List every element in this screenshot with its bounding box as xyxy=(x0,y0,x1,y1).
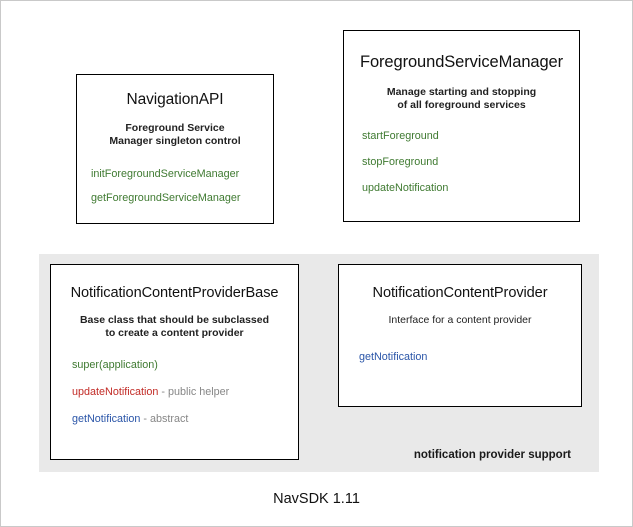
class-description-line: Foreground Service xyxy=(125,122,225,134)
class-description-line: Base class that should be subclassed xyxy=(79,314,270,326)
class-description: Foreground Service Manager singleton con… xyxy=(77,122,273,148)
member-name: updateNotification xyxy=(362,182,449,194)
member-name: getForegroundServiceManager xyxy=(91,192,241,204)
class-member[interactable]: getNotification - abstract xyxy=(72,413,298,426)
member-name: getNotification xyxy=(359,351,428,363)
member-name: initForegroundServiceManager xyxy=(91,168,240,180)
class-box-notification-content-provider-base[interactable]: NotificationContentProviderBase Base cla… xyxy=(50,264,299,460)
member-name: super(application) xyxy=(72,359,158,371)
class-member-list: startForeground stopForeground updateNot… xyxy=(344,130,579,195)
class-member[interactable]: super(application) xyxy=(72,359,298,372)
class-description-line: Manage starting and stopping xyxy=(386,86,537,98)
class-description-line: Interface for a content provider xyxy=(388,314,532,326)
member-name: updateNotification xyxy=(72,386,159,398)
class-title: NavigationAPI xyxy=(126,91,224,108)
class-description-line: of all foreground services xyxy=(397,99,526,111)
class-description: Manage starting and stopping of all fore… xyxy=(344,86,579,112)
class-description-line: Manager singleton control xyxy=(109,135,241,147)
class-title: NotificationContentProvider xyxy=(372,285,548,301)
class-member[interactable]: stopForeground xyxy=(362,156,579,169)
class-member[interactable]: startForeground xyxy=(362,130,579,143)
class-member[interactable]: getNotification xyxy=(359,351,581,364)
member-note: - public helper xyxy=(158,386,230,398)
class-member[interactable]: updateNotification - public helper xyxy=(72,386,298,399)
member-name: stopForeground xyxy=(362,156,439,168)
class-member[interactable]: initForegroundServiceManager xyxy=(91,168,273,181)
class-member-list: initForegroundServiceManager getForegrou… xyxy=(77,168,273,205)
member-note: - abstract xyxy=(140,413,189,425)
class-box-foreground-service-manager[interactable]: ForegroundServiceManager Manage starting… xyxy=(343,30,580,222)
class-box-navigation-api[interactable]: NavigationAPI Foreground Service Manager… xyxy=(76,74,274,224)
class-description: Interface for a content provider xyxy=(339,314,581,327)
member-name: getNotification xyxy=(72,413,141,425)
class-title: ForegroundServiceManager xyxy=(359,53,564,71)
group-panel-label: notification provider support xyxy=(413,449,571,461)
class-description: Base class that should be subclassed to … xyxy=(51,314,298,340)
class-member[interactable]: getForegroundServiceManager xyxy=(91,192,273,205)
class-member-list: super(application) updateNotification - … xyxy=(51,359,298,426)
diagram-footer-caption: NavSDK 1.11 xyxy=(273,491,360,507)
class-description-line: to create a content provider xyxy=(105,327,244,339)
member-name: startForeground xyxy=(362,130,439,142)
class-member-list: getNotification xyxy=(339,351,581,364)
class-title: NotificationContentProviderBase xyxy=(70,285,279,301)
class-box-notification-content-provider[interactable]: NotificationContentProvider Interface fo… xyxy=(338,264,582,407)
class-member[interactable]: updateNotification xyxy=(362,182,579,195)
